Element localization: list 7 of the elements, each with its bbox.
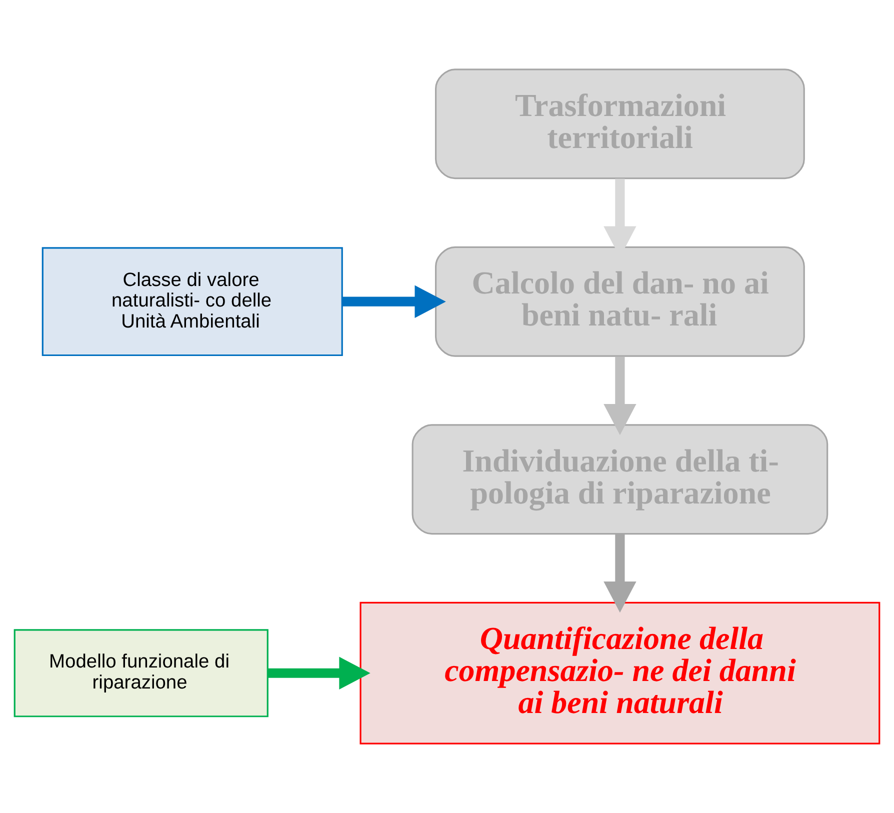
node-box: Quantificazione della compensazio- ne dei danni ai beni naturali [360, 602, 880, 744]
arrow [342, 285, 446, 318]
node-box: Classe di valore naturalisti- co delle Unità Ambientali [42, 247, 343, 356]
node-box: Modello funzionale di riparazione [14, 629, 268, 718]
arrow [268, 656, 370, 690]
arrow [604, 534, 636, 613]
arrow [604, 356, 636, 436]
